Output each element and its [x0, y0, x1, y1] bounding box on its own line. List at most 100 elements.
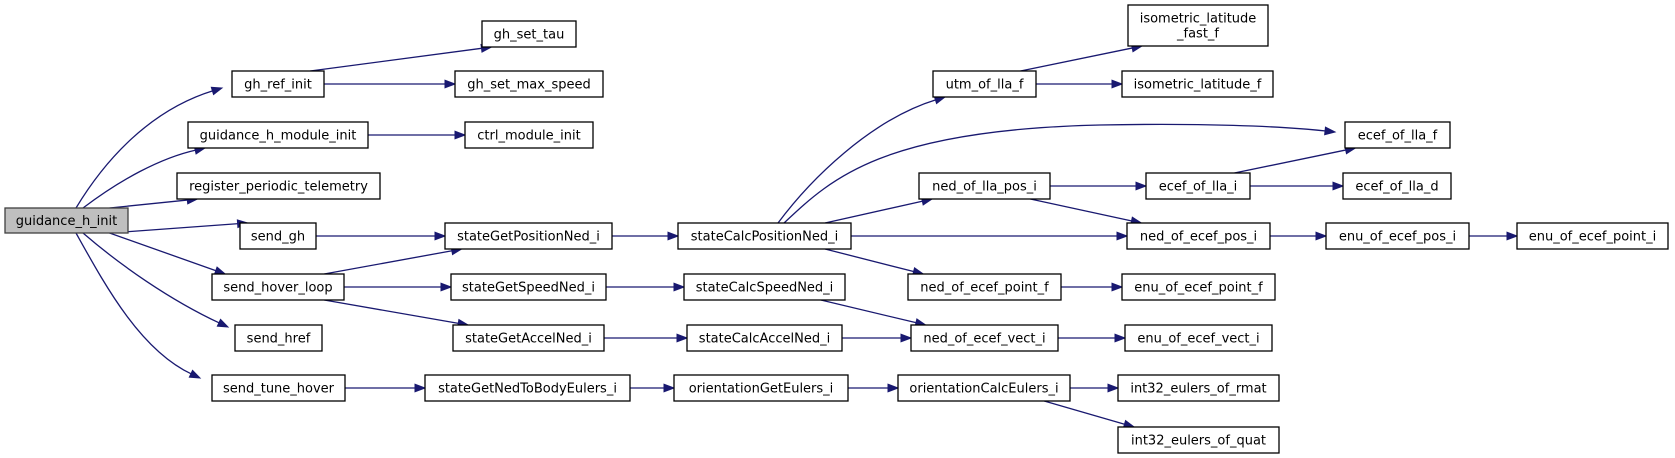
edge-line: [75, 90, 214, 209]
node-send-tune-hover[interactable]: send_tune_hover: [211, 374, 346, 402]
edge-orientation-get-eulers-i-to-orientation-calc-eulers-i: [848, 383, 900, 393]
node-guidance-h-init[interactable]: guidance_h_init: [4, 207, 129, 234]
arrowhead-icon: [434, 231, 447, 241]
edge-state-calc-position-ned-i-to-ned-of-lla-pos-i: [824, 196, 934, 224]
node-box: [1121, 273, 1276, 301]
edge-line: [824, 248, 915, 273]
node-ecef-of-lla-f[interactable]: ecef_of_lla_f: [1344, 121, 1451, 149]
node-enu-of-ecef-point-i[interactable]: enu_of_ecef_point_i: [1516, 222, 1669, 250]
node-state-get-speed-ned-i[interactable]: stateGetSpeedNed_i: [450, 273, 607, 301]
node-label: gh_ref_init: [244, 78, 312, 93]
node-box: [1344, 121, 1451, 149]
node-send-gh[interactable]: send_gh: [239, 222, 317, 250]
edge-send-hover-loop-to-state-get-speed-ned-i: [344, 282, 453, 292]
edge-state-calc-position-ned-i-to-ned-of-ecef-point-f: [824, 248, 925, 276]
edge-orientation-calc-eulers-i-to-int32-eulers-of-rmat: [1070, 383, 1120, 393]
node-ned-of-ecef-pos-i[interactable]: ned_of_ecef_pos_i: [1126, 222, 1271, 250]
node-orientation-get-eulers-i[interactable]: orientationGetEulers_i: [673, 374, 849, 402]
node-box: [211, 273, 345, 301]
node-ned-of-lla-pos-i[interactable]: ned_of_lla_pos_i: [918, 172, 1051, 200]
node-guidance-h-module-init[interactable]: guidance_h_module_init: [187, 121, 369, 149]
node-box: [444, 222, 613, 250]
arrowhead-icon: [663, 383, 676, 393]
edge-line: [783, 123, 1327, 224]
node-enu-of-ecef-pos-i[interactable]: enu_of_ecef_pos_i: [1325, 222, 1470, 250]
node-label: isometric_latitude: [1140, 12, 1257, 27]
arrowhead-icon: [1116, 231, 1129, 241]
node-state-calc-speed-ned-i[interactable]: stateCalcSpeedNed_i: [683, 273, 846, 301]
edge-gh-ref-init-to-gh-set-max-speed: [324, 79, 457, 89]
node-label: stateGetPositionNed_i: [457, 230, 600, 245]
node-box: [686, 324, 843, 352]
node-state-calc-accel-ned-i[interactable]: stateCalcAccelNed_i: [686, 324, 843, 352]
node-box: [452, 324, 605, 352]
node-enu-of-ecef-point-f[interactable]: enu_of_ecef_point_f: [1121, 273, 1276, 301]
edge-line: [1020, 47, 1134, 72]
edge-ned-of-ecef-point-f-to-enu-of-ecef-point-f: [1061, 282, 1124, 292]
node-box: [1145, 172, 1251, 200]
node-state-get-position-ned-i[interactable]: stateGetPositionNed_i: [444, 222, 613, 250]
node-box: [910, 324, 1059, 352]
edge-utm-of-lla-f-to-isometric-latitude-fast-f: [1020, 43, 1144, 72]
node-int32-eulers-of-quat[interactable]: int32_eulers_of_quat: [1117, 426, 1280, 454]
edge-line: [324, 299, 460, 325]
node-state-calc-position-ned-i[interactable]: stateCalcPositionNed_i: [677, 222, 852, 250]
edge-line: [824, 200, 924, 224]
node-label: gh_set_max_speed: [467, 78, 590, 93]
arrowhead-icon: [213, 266, 227, 275]
node-label: gh_set_tau: [494, 28, 565, 43]
edge-line: [109, 199, 189, 209]
node-label: enu_of_ecef_vect_i: [1137, 332, 1259, 347]
node-state-get-accel-ned-i[interactable]: stateGetAccelNed_i: [452, 324, 605, 352]
node-label: stateGetAccelNed_i: [465, 332, 592, 347]
node-state-get-ned-to-body-eulers-i[interactable]: stateGetNedToBodyEulers_i: [424, 374, 631, 402]
arrowhead-icon: [414, 383, 427, 393]
node-label: send_hover_loop: [223, 281, 332, 296]
edge-line: [777, 99, 937, 224]
arrowhead-icon: [1506, 231, 1519, 241]
nodes-layer: guidance_h_init gh_ref_init guidance_h_mod…: [4, 4, 1669, 454]
edge-state-get-speed-ned-i-to-state-calc-speed-ned-i: [606, 282, 686, 292]
node-send-href[interactable]: send_href: [234, 324, 323, 352]
node-box: [4, 207, 129, 234]
node-register-periodic-telemetry[interactable]: register_periodic_telemetry: [176, 172, 381, 200]
node-ecef-of-lla-i[interactable]: ecef_of_lla_i: [1145, 172, 1251, 200]
node-label: ned_of_ecef_vect_i: [923, 332, 1045, 347]
edge-state-get-ned-to-body-eulers-i-to-orientation-get-eulers-i: [630, 383, 676, 393]
arrowhead-icon: [440, 282, 453, 292]
edge-gh-ref-init-to-gh-set-tau: [310, 43, 493, 72]
node-box: [481, 20, 577, 48]
arrowhead-icon: [900, 333, 913, 343]
edge-guidance-h-init-to-send-gh: [109, 219, 250, 234]
node-box: [677, 222, 852, 250]
node-label: ned_of_ecef_point_f: [920, 281, 1049, 296]
node-ned-of-ecef-vect-i[interactable]: ned_of_ecef_vect_i: [910, 324, 1059, 352]
node-box: [234, 324, 323, 352]
node-box: [454, 70, 604, 98]
node-utm-of-lla-f[interactable]: utm_of_lla_f: [932, 70, 1037, 98]
node-box: [1121, 70, 1274, 98]
arrowhead-icon: [1107, 383, 1120, 393]
node-label: guidance_h_module_init: [200, 129, 357, 144]
node-gh-set-max-speed[interactable]: gh_set_max_speed: [454, 70, 604, 98]
node-label: orientationCalcEulers_i: [909, 382, 1058, 397]
edge-guidance-h-init-to-send-href: [82, 232, 230, 328]
node-send-hover-loop[interactable]: send_hover_loop: [211, 273, 345, 301]
node-ctrl-module-init[interactable]: ctrl_module_init: [464, 121, 594, 149]
node-label: ned_of_lla_pos_i: [932, 180, 1037, 195]
node-orientation-calc-eulers-i[interactable]: orientationCalcEulers_i: [897, 374, 1071, 402]
node-gh-set-tau[interactable]: gh_set_tau: [481, 20, 577, 48]
edge-line: [310, 47, 483, 72]
arrowhead-icon: [444, 79, 457, 89]
node-enu-of-ecef-vect-i[interactable]: enu_of_ecef_vect_i: [1124, 324, 1273, 352]
node-ecef-of-lla-d[interactable]: ecef_of_lla_d: [1342, 172, 1452, 200]
node-label: register_periodic_telemetry: [189, 180, 368, 195]
node-label: int32_eulers_of_rmat: [1130, 382, 1266, 397]
node-isometric-latitude-fast-f[interactable]: isometric_latitude_fast_f: [1127, 4, 1269, 47]
node-gh-ref-init[interactable]: gh_ref_init: [231, 70, 325, 98]
node-box: [239, 222, 317, 250]
node-isometric-latitude-f[interactable]: isometric_latitude_f: [1121, 70, 1274, 98]
node-label: stateGetSpeedNed_i: [462, 281, 595, 296]
node-int32-eulers-of-rmat[interactable]: int32_eulers_of_rmat: [1117, 374, 1280, 402]
node-ned-of-ecef-point-f[interactable]: ned_of_ecef_point_f: [907, 273, 1062, 301]
